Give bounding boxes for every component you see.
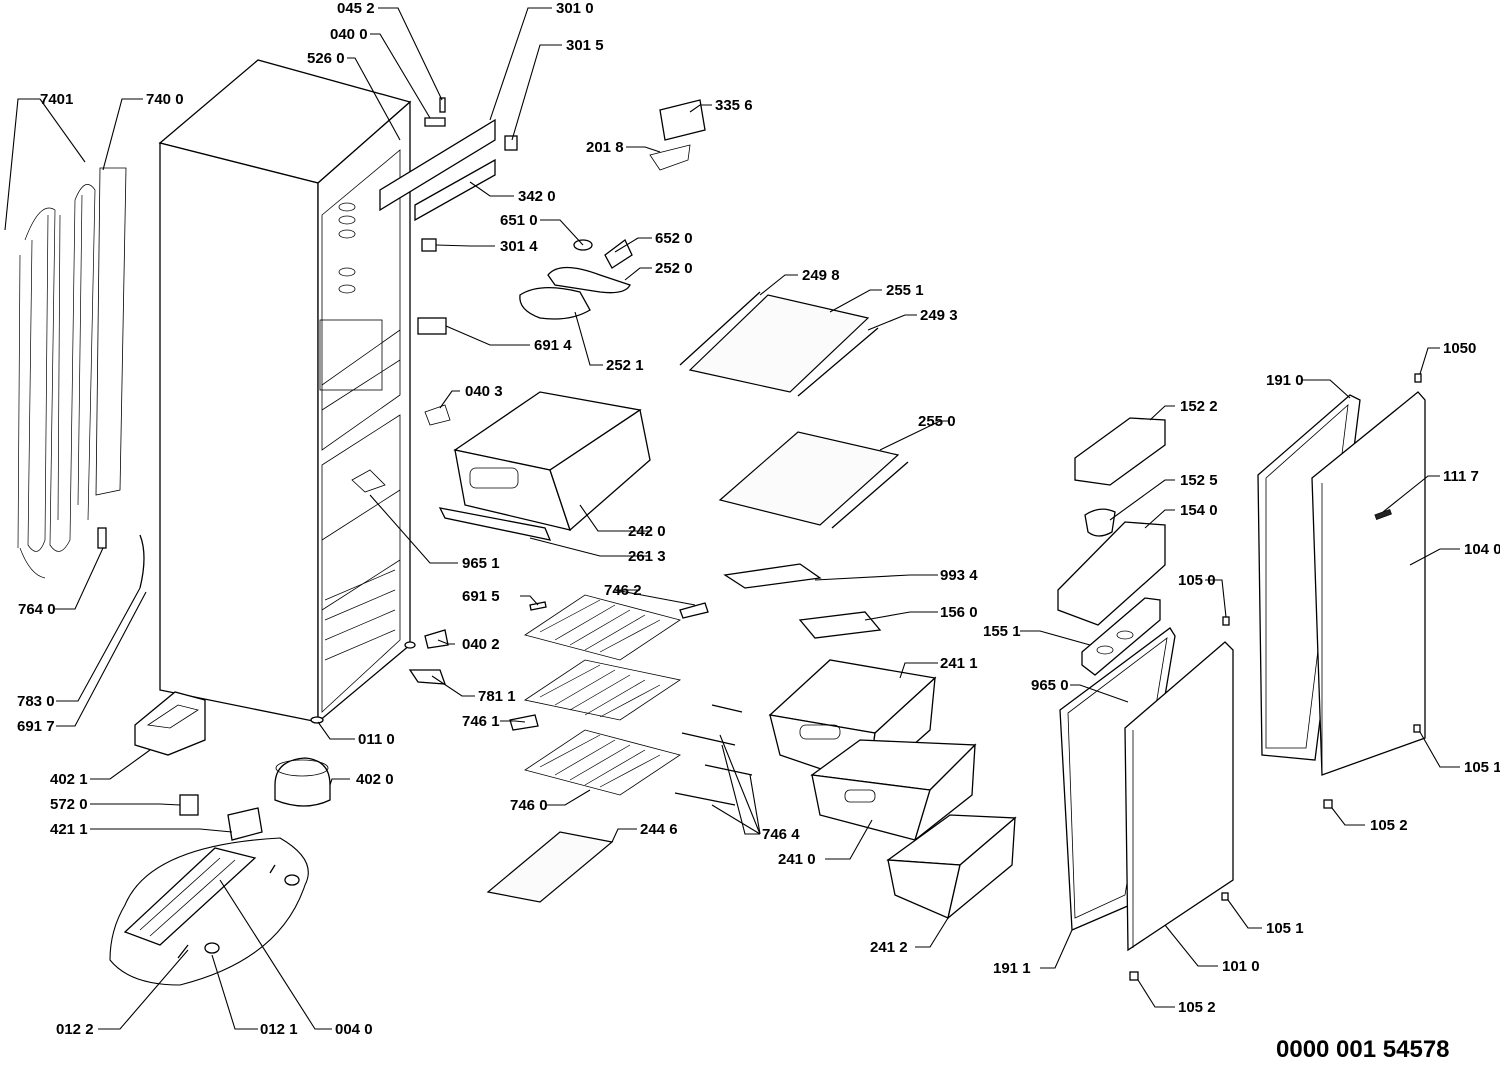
callout-105-1-lower: 105 1 [1266, 920, 1304, 937]
glass-shelves [486, 291, 909, 903]
condenser [17, 167, 127, 579]
callout-1050: 1050 [1443, 340, 1476, 357]
callout-040-2: 040 2 [462, 636, 500, 653]
callout-746-1: 746 1 [462, 713, 500, 730]
wire-shelves [509, 594, 753, 806]
top-control-area [379, 97, 706, 252]
callout-244-6: 244 6 [640, 821, 678, 838]
callout-572-0: 572 0 [50, 796, 88, 813]
callout-241-0: 241 0 [778, 851, 816, 868]
callout-191-1: 191 1 [993, 960, 1031, 977]
callout-154-0: 154 0 [1180, 502, 1218, 519]
callout-105-2-right: 105 2 [1370, 817, 1408, 834]
callout-105-0: 105 0 [1178, 572, 1216, 589]
callout-105-2-lower: 105 2 [1178, 999, 1216, 1016]
callout-241-2: 241 2 [870, 939, 908, 956]
callout-012-2: 012 2 [56, 1021, 94, 1038]
lamp-parts [417, 238, 633, 335]
callout-740-0: 740 0 [146, 91, 184, 108]
callout-249-8: 249 8 [802, 267, 840, 284]
callout-255-1: 255 1 [886, 282, 924, 299]
crisper-drawer [424, 391, 651, 541]
fridge-door [1257, 373, 1426, 809]
callout-781-1: 781 1 [478, 688, 516, 705]
callout-402-0: 402 0 [356, 771, 394, 788]
cabinet-body [158, 59, 416, 724]
callout-241-1: 241 1 [940, 655, 978, 672]
freezer-door [1059, 616, 1234, 981]
callout-201-8: 201 8 [586, 139, 624, 156]
callout-011-0: 011 0 [358, 731, 395, 748]
callout-965-0: 965 0 [1031, 677, 1069, 694]
callout-104-0: 104 0 [1464, 541, 1500, 558]
callout-7401: 7401 [40, 91, 73, 108]
callout-249-3: 249 3 [920, 307, 958, 324]
callout-040-3: 040 3 [465, 383, 503, 400]
callout-242-0: 242 0 [628, 523, 666, 540]
callout-783-0: 783 0 [17, 693, 55, 710]
callout-335-6: 335 6 [715, 97, 753, 114]
callout-152-5: 152 5 [1180, 472, 1218, 489]
callout-301-4: 301 4 [500, 238, 538, 255]
callout-691-5: 691 5 [462, 588, 500, 605]
callout-252-0: 252 0 [655, 260, 693, 277]
callout-105-1-right: 105 1 [1464, 759, 1500, 776]
callout-651-0: 651 0 [500, 212, 538, 229]
callout-764-0: 764 0 [18, 601, 56, 618]
callout-746-4: 746 4 [762, 826, 800, 843]
small-parts [97, 469, 449, 685]
callout-691-7: 691 7 [17, 718, 55, 735]
document-number: 0000 001 54578 [1276, 1036, 1450, 1063]
callout-156-0: 156 0 [940, 604, 978, 621]
freezer-drawers [768, 659, 1017, 920]
callout-301-5: 301 5 [566, 37, 604, 54]
compressor-group [134, 691, 331, 841]
callout-746-0: 746 0 [510, 797, 548, 814]
callout-965-1: 965 1 [462, 555, 500, 572]
callout-402-1: 402 1 [50, 771, 88, 788]
callout-040-0: 040 0 [330, 26, 368, 43]
callout-252-1: 252 1 [606, 357, 644, 374]
callout-301-0: 301 0 [556, 0, 594, 17]
callout-526-0: 526 0 [307, 50, 345, 67]
callout-691-4: 691 4 [534, 337, 572, 354]
callout-652-0: 652 0 [655, 230, 693, 247]
callout-261-3: 261 3 [628, 548, 666, 565]
callout-012-1: 012 1 [260, 1021, 298, 1038]
callout-labels: 045 2 040 0 526 0 301 0 301 5 7401 740 0… [17, 0, 1500, 1038]
callout-152-2: 152 2 [1180, 398, 1218, 415]
callout-993-4: 993 4 [940, 567, 978, 584]
leader-lines [4, 7, 1460, 1030]
callout-004-0: 004 0 [335, 1021, 373, 1038]
callout-191-0: 191 0 [1266, 372, 1304, 389]
callout-255-0: 255 0 [918, 413, 956, 430]
callout-155-1: 155 1 [983, 623, 1021, 640]
callout-342-0: 342 0 [518, 188, 556, 205]
door-balconies [1057, 417, 1166, 676]
callout-421-1: 421 1 [50, 821, 88, 838]
base-frame-group [109, 837, 309, 986]
callout-746-2: 746 2 [604, 582, 642, 599]
callout-045-2: 045 2 [337, 0, 375, 17]
callout-101-0: 101 0 [1222, 958, 1260, 975]
callout-111-7: 111 7 [1443, 468, 1479, 485]
